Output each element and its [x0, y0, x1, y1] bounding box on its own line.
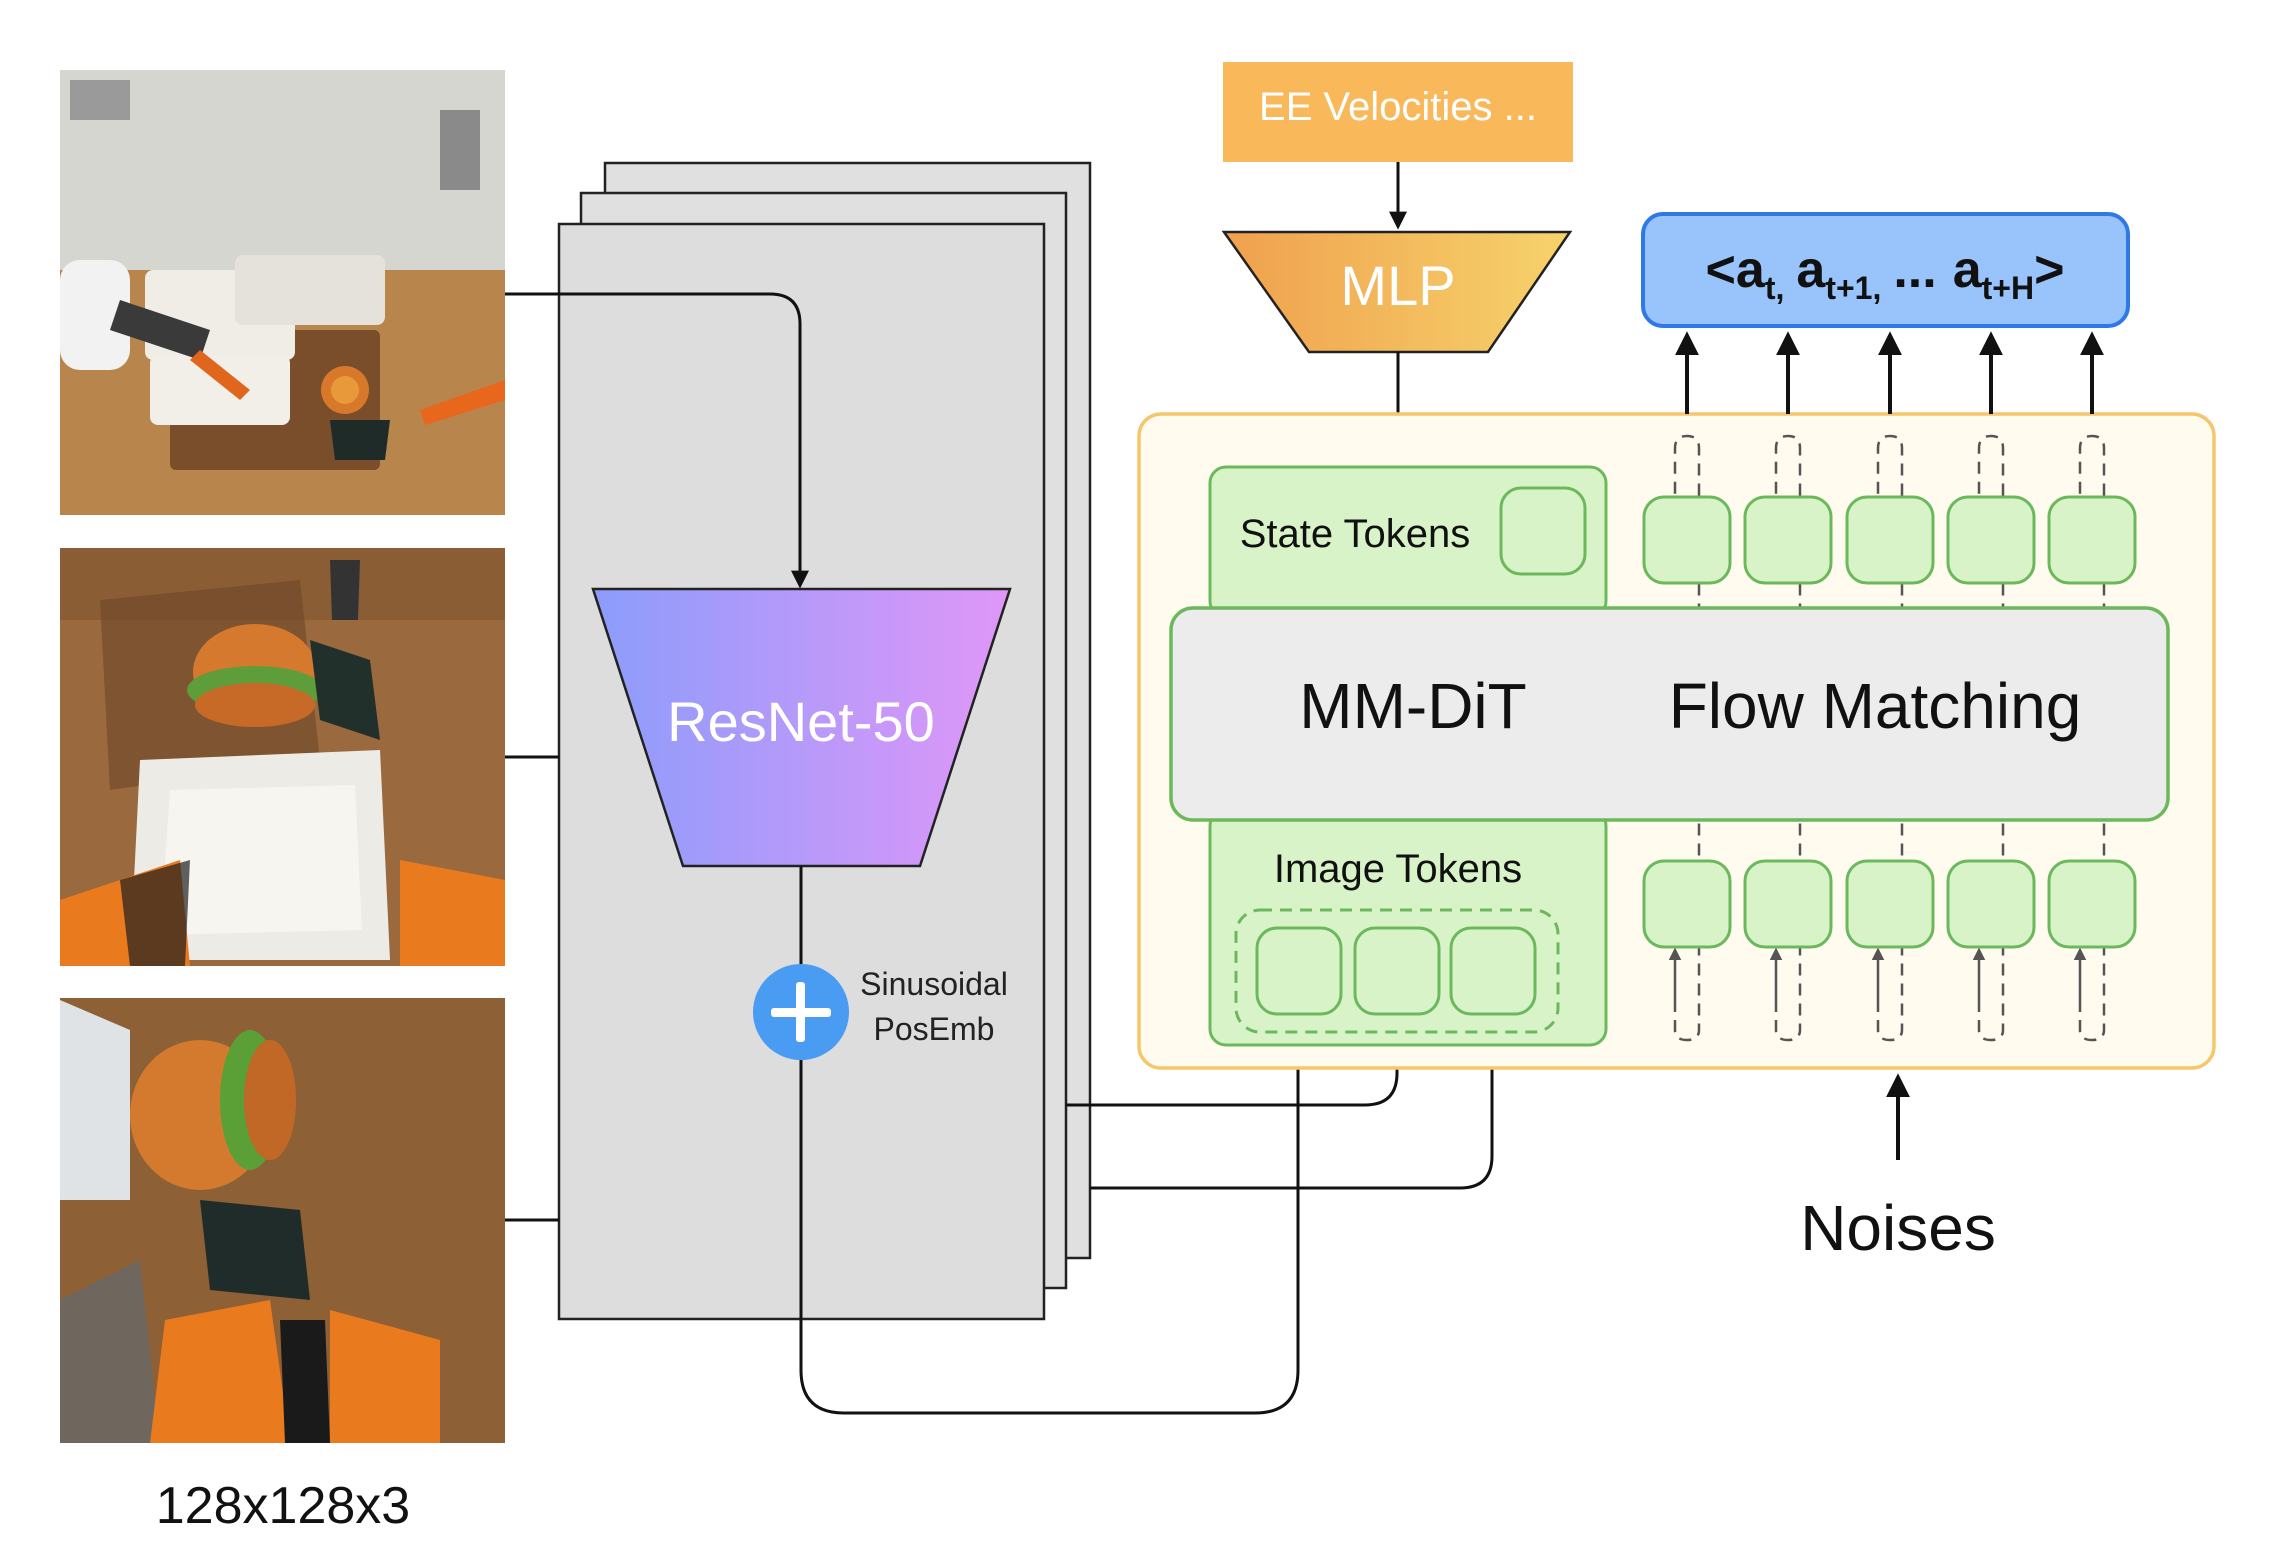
- action-item-0-base: a: [1736, 241, 1766, 299]
- action-close-bracket: >: [2034, 241, 2064, 299]
- action-input-token: [1642, 859, 1732, 949]
- action-flow-loop: [1774, 434, 1802, 1042]
- action-item-0-sub: t: [1765, 270, 1776, 306]
- action-flow-loop: [1673, 434, 1701, 1042]
- action-item-1-base: a: [1796, 241, 1826, 299]
- backbone-to-tokens-line: [799, 866, 1300, 1415]
- posemb-label-line1: Sinusoidal: [860, 966, 1008, 1002]
- posemb-label-line2: PosEmb: [874, 1011, 995, 1047]
- state-token: [1499, 486, 1587, 576]
- image-token: [1353, 926, 1441, 1016]
- action-input-token: [1743, 859, 1833, 949]
- action-output-token: [1642, 495, 1732, 585]
- resnet-label: ResNet-50: [667, 690, 935, 753]
- action-token-columns: [1642, 331, 2137, 1042]
- action-output-token: [1743, 495, 1833, 585]
- action-item-0-sep: ,: [1776, 270, 1785, 306]
- camera-image-wrist-left: [60, 548, 505, 966]
- mmdit-block: [1169, 606, 2170, 822]
- image-token: [1449, 926, 1537, 1016]
- flow-matching-label: Flow Matching: [1669, 670, 2082, 742]
- image-tokens-label: Image Tokens: [1274, 847, 1522, 891]
- action-input-token: [1946, 859, 2036, 949]
- state-input-label: EE Velocities ...: [1259, 85, 1537, 129]
- mlp-block: MLP: [1221, 230, 1573, 354]
- action-flow-loop: [1876, 434, 1904, 1042]
- image-token: [1255, 926, 1343, 1016]
- plus-icon: [753, 964, 849, 1060]
- action-input-token: [1845, 859, 1935, 949]
- action-output-token: [2047, 495, 2137, 585]
- image-token-group: [1234, 908, 1560, 1034]
- noises-label: Noises: [1800, 1192, 1996, 1264]
- action-item-1-sub: t+1: [1825, 270, 1872, 306]
- action-flow-loop: [1977, 434, 2005, 1042]
- resnet-backbone: ResNet-50: [591, 587, 1012, 868]
- state-input-box: [1223, 62, 1573, 162]
- action-item-1-sep: ,: [1872, 270, 1881, 306]
- action-output-token: [1845, 495, 1935, 585]
- action-item-3-sub: t+H: [1982, 270, 2034, 306]
- stack-to-token-connectors: [1066, 1003, 1494, 1190]
- action-output-token: [1946, 495, 2036, 585]
- mmdit-label: MM-DiT: [1299, 670, 1526, 742]
- camera-image-overhead: [60, 70, 505, 515]
- camera-image-wrist-right: [60, 998, 505, 1443]
- action-flow-loop: [2078, 434, 2106, 1042]
- action-sequence-label: <at,at+1,...at+H>: [1706, 241, 2065, 306]
- action-sequence-box: [1641, 212, 2130, 328]
- action-input-token: [2047, 859, 2137, 949]
- action-ellipsis: ...: [1893, 241, 1936, 299]
- action-open-bracket: <: [1706, 241, 1736, 299]
- state-tokens-label: State Tokens: [1240, 512, 1471, 556]
- action-item-3-base: a: [1953, 241, 1983, 299]
- mlp-label: MLP: [1340, 254, 1455, 317]
- input-size-label: 128x128x3: [156, 1477, 410, 1535]
- image-connectors: [505, 292, 809, 1222]
